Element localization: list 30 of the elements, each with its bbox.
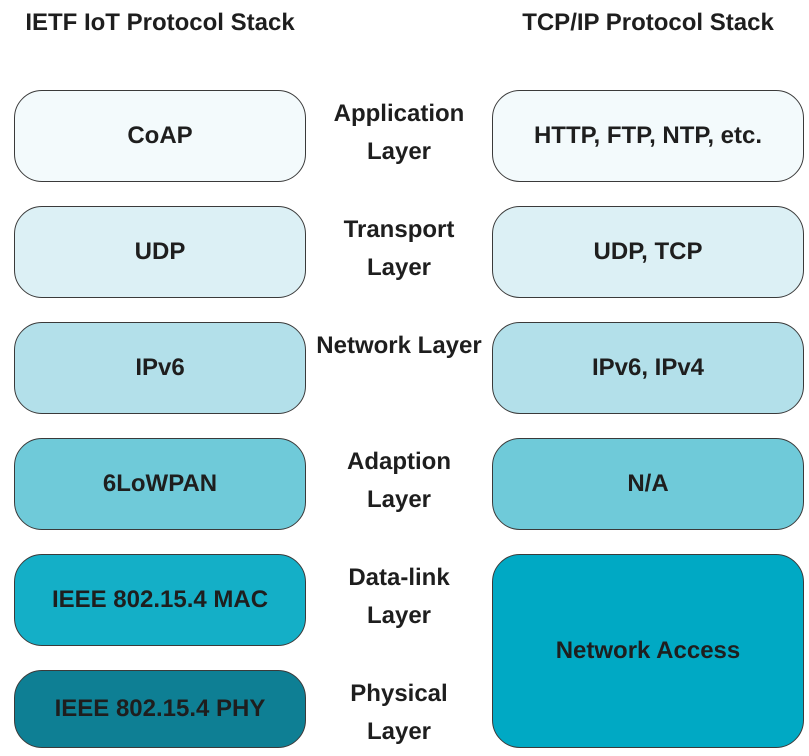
- layer-protocol: IPv6: [135, 354, 185, 382]
- layer-box: [14, 554, 306, 646]
- layer-protocol: UDP, TCP: [594, 238, 702, 266]
- layer-name: Application Layer: [332, 99, 466, 167]
- layer-name: Data-link Layer: [347, 563, 451, 631]
- layer-box: [492, 322, 804, 414]
- layer-protocol: IEEE 802.15.4 PHY: [54, 695, 266, 723]
- layer-box: [14, 438, 306, 530]
- layer-box: [14, 670, 306, 748]
- layer-box: [14, 90, 306, 182]
- layer-protocol: N/A: [627, 470, 669, 498]
- layer-protocol: Network Access: [556, 637, 740, 665]
- layer-protocol: HTTP, FTP, NTP, etc.: [534, 122, 762, 150]
- layer-box: [492, 90, 804, 182]
- layer-protocol: CoAP: [127, 122, 193, 150]
- layer-protocol: IPv6, IPv4: [592, 354, 704, 382]
- column-heading: IETF IoT Protocol Stack: [24, 8, 296, 38]
- layer-box: [14, 206, 306, 298]
- layer-protocol: UDP: [134, 238, 186, 266]
- layer-box: [492, 438, 804, 530]
- column-heading: TCP/IP Protocol Stack: [521, 8, 775, 38]
- layer-name: Physical Layer: [349, 679, 449, 747]
- layer-protocol: 6LoWPAN: [102, 470, 218, 498]
- layer-name: Network Layer: [316, 331, 482, 361]
- layer-name: Transport Layer: [342, 215, 456, 283]
- layer-box: [14, 322, 306, 414]
- layer-box: [492, 206, 804, 298]
- layer-box: [492, 554, 804, 748]
- layer-protocol: IEEE 802.15.4 MAC: [52, 586, 268, 614]
- layer-name: Adaption Layer: [346, 447, 452, 515]
